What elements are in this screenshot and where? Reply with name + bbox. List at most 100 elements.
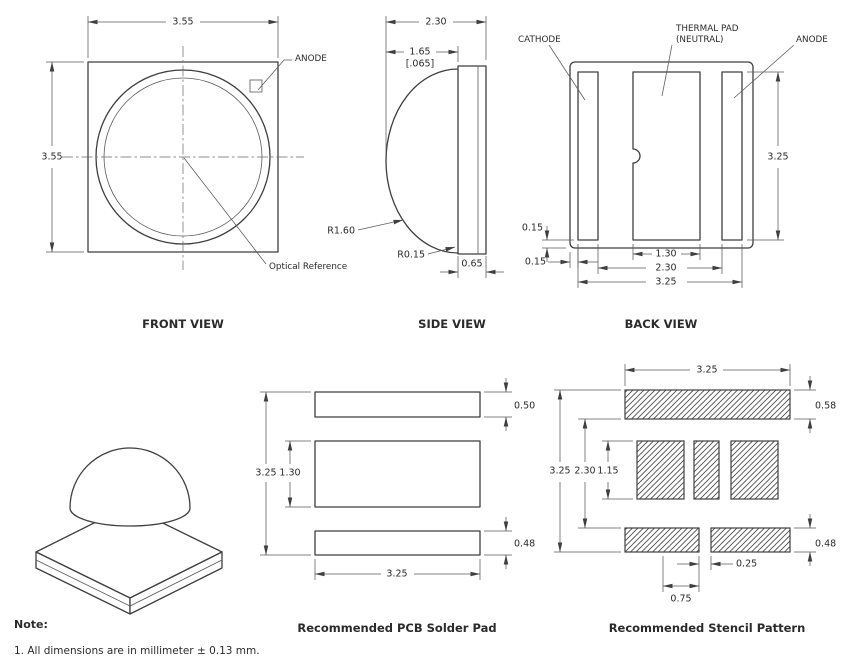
stencil-thermal-aperture-2 <box>693 440 720 500</box>
solder-top-pad-dim-text: 0.50 <box>514 401 535 412</box>
side-view-title: SIDE VIEW <box>418 317 486 331</box>
back-center-pad-width-dimension: 1.30 <box>632 244 701 260</box>
side-dome-outline <box>385 68 459 254</box>
stencil-thermal-aperture-1 <box>636 440 685 500</box>
stencil-top-bar-dimension: 0.58 <box>794 376 836 433</box>
front-view-title: FRONT VIEW <box>142 317 224 331</box>
back-edge-gap-vertical-dimension: 0.15 <box>522 223 574 262</box>
back-thermal-callout: THERMAL PAD (NEUTRAL) <box>661 24 739 97</box>
stencil-offset-dimension: 0.75 <box>662 556 700 605</box>
back-height-dimension: 3.25 <box>747 71 789 241</box>
solder-height-dim-text: 3.25 <box>255 468 276 479</box>
side-view: 2.30 1.65 [.065] R1.60 R0.15 0.65 SIDE V… <box>327 16 504 331</box>
solder-width-dimension: 3.25 <box>314 559 481 580</box>
stencil-top-aperture <box>624 389 791 420</box>
solder-center-pad <box>314 440 481 508</box>
note-block: Note: 1. All dimensions are in millimete… <box>14 618 260 657</box>
back-anode-callout: ANODE <box>733 35 828 99</box>
side-total-width-dimension: 2.30 <box>385 16 487 152</box>
solder-bottom-pad-dim-text: 0.48 <box>514 539 535 550</box>
stencil-bottom-aperture-left <box>624 527 700 553</box>
solder-width-dim-text: 3.25 <box>386 569 407 580</box>
back-thermal-label-line1: THERMAL PAD <box>675 24 739 34</box>
isometric-view <box>35 447 223 615</box>
stencil-bottom-bar-dimension: 0.48 <box>794 514 836 566</box>
side-dome-width-dim-text: 1.65 <box>409 47 430 58</box>
front-optical-callout: Optical Reference <box>183 157 347 272</box>
stencil-aperture-height-dim-text: 1.15 <box>597 466 618 477</box>
side-dome-radius-text: R1.60 <box>327 226 355 237</box>
front-height-dimension: 3.55 <box>41 61 84 253</box>
solder-bottom-pad <box>314 530 481 556</box>
stencil-top-bar-dim-text: 0.58 <box>815 401 836 412</box>
solder-bottom-pad-dimension: 0.48 <box>484 517 535 569</box>
back-view: CATHODE THERMAL PAD (NEUTRAL) ANODE 3.25… <box>518 24 828 331</box>
front-anode-mark <box>249 79 263 93</box>
back-outer-span-dimension: 3.25 <box>577 244 743 288</box>
solder-pad-view: 3.25 1.30 0.50 0.48 3.25 Recommended PCB… <box>255 378 535 635</box>
front-height-dim-text: 3.55 <box>41 152 62 163</box>
stencil-thermal-aperture-3 <box>730 440 779 500</box>
stencil-top-width-dimension: 3.25 <box>624 364 791 386</box>
front-width-dimension: 3.55 <box>87 16 279 58</box>
stencil-view: 3.25 0.58 3.25 2.30 1.15 0.48 <box>549 364 836 635</box>
front-anode-callout: ANODE <box>257 54 327 91</box>
back-view-title: BACK VIEW <box>625 317 698 331</box>
stencil-bottom-aperture-right <box>710 527 791 553</box>
solder-center-height-dim-text: 1.30 <box>279 468 300 479</box>
side-substrate-thickness-dimension: 0.65 <box>440 256 504 278</box>
back-outer-span-text: 3.25 <box>655 277 676 288</box>
solder-pad-view-title: Recommended PCB Solder Pad <box>297 621 496 635</box>
back-cathode-label: CATHODE <box>518 35 561 45</box>
back-anode-pad <box>721 71 743 241</box>
side-substrate-outline <box>457 65 487 255</box>
solder-top-pad-dimension: 0.50 <box>484 378 535 431</box>
note-heading: Note: <box>14 618 48 631</box>
stencil-view-title: Recommended Stencil Pattern <box>609 621 806 635</box>
side-dome-width-dimension: 1.65 [.065] <box>385 46 459 70</box>
stencil-offset-dim-text: 0.75 <box>670 594 691 605</box>
side-substrate-thickness-text: 0.65 <box>461 259 482 270</box>
stencil-inner-height-dimension: 2.30 <box>574 418 621 529</box>
stencil-height-dimension: 3.25 <box>549 389 621 553</box>
back-edge-gap-horizontal-text: 0.15 <box>525 257 546 268</box>
stencil-gap-dim-text: 0.25 <box>736 559 757 570</box>
front-anode-label: ANODE <box>295 54 327 64</box>
note-line-1: 1. All dimensions are in millimeter ± 0.… <box>14 645 260 657</box>
back-package-outline <box>569 61 754 249</box>
leader-line <box>548 44 586 101</box>
side-fillet-radius-text: R0.15 <box>397 250 425 261</box>
stencil-height-dim-text: 3.25 <box>549 466 570 477</box>
leader-line <box>357 219 404 231</box>
side-fillet-radius-callout: R0.15 <box>397 246 456 261</box>
stencil-aperture-height-dimension: 1.15 <box>597 440 633 500</box>
back-height-dim-text: 3.25 <box>767 152 788 163</box>
leader-line <box>733 44 795 99</box>
front-optical-reference-label: Optical Reference <box>269 262 347 272</box>
back-cathode-callout: CATHODE <box>518 35 586 101</box>
stencil-top-width-dim-text: 3.25 <box>696 365 717 376</box>
back-anode-label: ANODE <box>796 35 828 45</box>
back-inner-span-dimension: 2.30 <box>597 244 723 274</box>
side-total-width-dim-text: 2.30 <box>425 17 446 28</box>
leader-line <box>661 44 673 97</box>
leader-line <box>257 59 292 91</box>
back-thermal-pad <box>632 71 701 241</box>
side-dome-radius-callout: R1.60 <box>327 219 404 237</box>
stencil-bottom-bar-dim-text: 0.48 <box>815 539 836 550</box>
solder-center-height-dimension: 1.30 <box>279 440 311 508</box>
back-thermal-label-line2: (NEUTRAL) <box>676 35 724 45</box>
stencil-inner-height-dim-text: 2.30 <box>574 466 595 477</box>
front-view: 3.55 3.55 ANODE Optical Reference FRONT … <box>41 16 347 331</box>
solder-height-dimension: 3.25 <box>255 391 311 556</box>
back-inner-span-text: 2.30 <box>655 263 676 274</box>
iso-dome <box>69 447 191 527</box>
side-dome-width-inch-text: [.065] <box>406 59 435 70</box>
iso-slab-separation-line <box>35 559 223 607</box>
leader-line <box>427 246 456 255</box>
back-center-pad-width-text: 1.30 <box>655 249 676 260</box>
back-cathode-pad <box>577 71 599 241</box>
stencil-gap-dimension: 0.25 <box>677 556 757 592</box>
